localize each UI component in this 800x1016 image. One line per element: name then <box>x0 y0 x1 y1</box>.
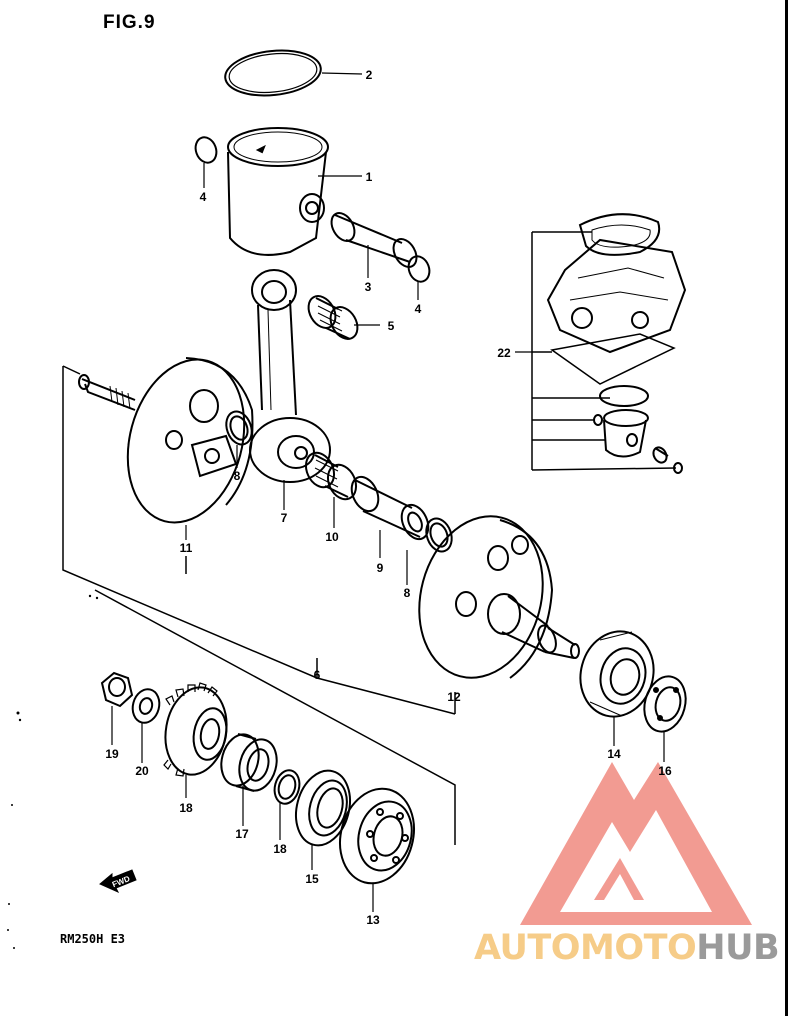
watermark-logo-icon <box>520 762 752 925</box>
callout-16: 16 <box>658 764 672 778</box>
callout-8-right: 8 <box>404 586 411 600</box>
crank-pin <box>350 475 430 541</box>
callout-21: 20 <box>135 764 149 778</box>
figure-title: FIG.9 <box>103 12 156 33</box>
spacer <box>220 733 278 792</box>
callout-4-left: 4 <box>200 190 207 204</box>
scan-specks <box>7 594 99 949</box>
leader-lines <box>111 72 665 912</box>
callout-6: 6 <box>314 668 321 682</box>
fwd-label: FWD <box>111 874 131 889</box>
main-bearing-right <box>579 630 655 718</box>
needle-bearing-big-end <box>304 451 358 501</box>
piston-ring <box>224 49 322 97</box>
page-border <box>785 0 788 1016</box>
watermark-text-a: AUTOMOTO <box>474 928 697 968</box>
callout-14: 14 <box>607 747 621 761</box>
watermark-text-b: HUB <box>696 928 780 968</box>
piston <box>227 127 329 256</box>
callout-12: 12 <box>447 690 461 704</box>
callout-9: 9 <box>377 561 384 575</box>
oil-seal-left <box>295 769 351 847</box>
washer <box>131 688 161 724</box>
callout-8-left: 8 <box>234 469 241 483</box>
oil-seal-right <box>643 675 687 733</box>
callout-4-right: 4 <box>415 302 422 316</box>
thrust-washer-right <box>425 517 453 553</box>
callout-5: 5 <box>388 319 395 333</box>
crankshaft-assembly-bracket <box>62 365 456 715</box>
piston-pin <box>330 212 418 268</box>
forward-arrow-icon <box>99 869 137 894</box>
callout-11: 11 <box>180 541 193 555</box>
crankshaft-nut <box>100 671 134 708</box>
circlip-right <box>407 255 431 283</box>
crankshaft-left <box>78 357 254 524</box>
main-bearing-left <box>339 787 415 885</box>
callout-19: 18 <box>179 801 193 815</box>
callout-3: 3 <box>365 280 372 294</box>
needle-bearing-small-end <box>307 295 359 340</box>
callout-7: 7 <box>281 511 288 525</box>
top-end-gasket-set <box>531 213 687 474</box>
lower-bracket <box>94 589 456 845</box>
callout-20: 19 <box>105 747 119 761</box>
o-ring <box>273 769 301 805</box>
primary-drive-gear <box>163 682 228 777</box>
callout-1: 1 <box>366 170 373 184</box>
connecting-rod <box>249 269 331 483</box>
model-code: RM250H E3 <box>60 932 126 946</box>
callout-18: 18 <box>273 842 287 856</box>
callout-22: 22 <box>497 346 511 360</box>
callout-17: 17 <box>235 827 249 841</box>
callout-13: 13 <box>366 913 380 927</box>
callout-2: 2 <box>366 68 373 82</box>
crankshaft-right <box>418 515 580 679</box>
callout-10: 10 <box>325 530 339 544</box>
circlip-left <box>194 136 218 164</box>
callout-15: 15 <box>305 872 319 886</box>
watermark-text: AUTOMOTOHUB <box>474 928 780 968</box>
